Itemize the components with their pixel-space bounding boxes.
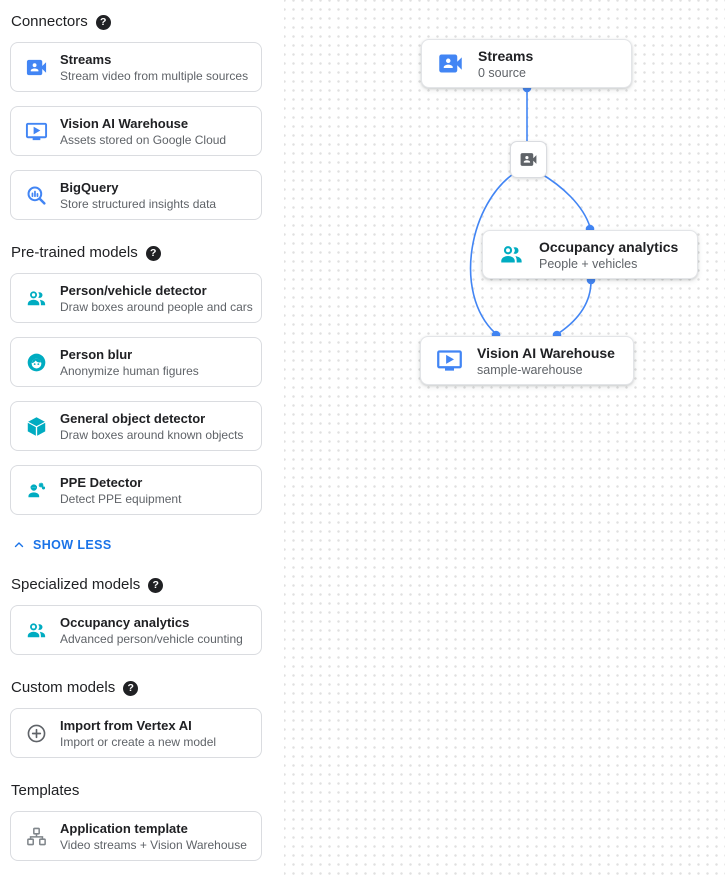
graph-canvas[interactable]: Streams 0 source Occupancy analytics Peo… <box>284 0 725 878</box>
show-less-label: SHOW LESS <box>33 538 112 552</box>
card-title: Person/vehicle detector <box>60 282 207 298</box>
monitor-play-icon <box>24 119 48 143</box>
section-heading-pretrained-models: Pre-trained models ? <box>11 244 274 262</box>
face-icon <box>24 350 48 374</box>
card-subtitle: Anonymize human figures <box>60 363 199 378</box>
tree-icon <box>24 824 48 848</box>
section-heading-label: Templates <box>11 782 80 799</box>
card-subtitle: Detect PPE equipment <box>60 491 182 506</box>
chevron-up-icon <box>14 542 24 548</box>
sidebar-item-application-template[interactable]: Application template Video streams + Vis… <box>10 811 262 861</box>
card-subtitle: Stream video from multiple sources <box>60 68 249 83</box>
node-subtitle: 0 source <box>478 65 526 80</box>
people-icon <box>498 241 525 268</box>
edge-stream-node-to-warehouse[interactable] <box>469 171 517 334</box>
card-title: Occupancy analytics <box>60 614 190 630</box>
node-vision-ai-warehouse[interactable]: Vision AI Warehouse sample-warehouse <box>420 336 634 385</box>
section-heading-label: Custom models <box>11 679 116 696</box>
sidebar-item-occupancy-analytics[interactable]: Occupancy analytics Advanced person/vehi… <box>10 605 262 655</box>
card-subtitle: Import or create a new model <box>60 734 217 749</box>
people-icon <box>24 286 48 310</box>
node-occupancy-analytics[interactable]: Occupancy analytics People + vehicles <box>482 230 698 279</box>
card-subtitle: Draw boxes around known objects <box>60 427 244 442</box>
edge-occupancy-to-warehouse[interactable] <box>558 280 592 334</box>
section-heading-label: Connectors <box>11 13 88 30</box>
card-subtitle: Advanced person/vehicle counting <box>60 631 243 646</box>
plus-circle-icon <box>24 721 48 745</box>
sidebar-item-vision-ai-warehouse[interactable]: Vision AI Warehouse Assets stored on Goo… <box>10 106 262 156</box>
monitor-play-icon <box>436 347 463 374</box>
help-icon[interactable]: ? <box>145 245 161 261</box>
card-subtitle: Video streams + Vision Warehouse <box>60 837 247 852</box>
video-camera-icon <box>24 55 48 79</box>
edge-stream-node-to-occupancy[interactable] <box>539 172 591 228</box>
card-title: Application template <box>60 820 188 836</box>
node-stream-source[interactable] <box>510 141 547 178</box>
section-heading-connectors: Connectors ? <box>11 13 274 31</box>
node-title: Occupancy analytics <box>539 238 679 255</box>
section-heading-label: Specialized models <box>11 576 141 593</box>
bigquery-icon <box>24 183 48 207</box>
sidebar-item-ppe-detector[interactable]: PPE Detector Detect PPE equipment <box>10 465 262 515</box>
node-subtitle: People + vehicles <box>539 256 638 271</box>
card-subtitle: Store structured insights data <box>60 196 217 211</box>
card-title: General object detector <box>60 410 206 426</box>
component-sidebar: Connectors ? Streams Stream video from m… <box>0 0 284 878</box>
connector-edges <box>469 83 596 340</box>
show-less-button[interactable]: SHOW LESS <box>12 538 274 552</box>
sidebar-item-import-from-vertex-ai[interactable]: Import from Vertex AI Import or create a… <box>10 708 262 758</box>
people-icon <box>24 618 48 642</box>
card-title: PPE Detector <box>60 474 143 490</box>
sidebar-item-general-object-detector[interactable]: General object detector Draw boxes aroun… <box>10 401 262 451</box>
section-heading-label: Pre-trained models <box>11 244 138 261</box>
card-title: Import from Vertex AI <box>60 717 192 733</box>
node-title: Streams <box>478 47 534 64</box>
ppe-icon <box>24 478 48 502</box>
node-streams[interactable]: Streams 0 source <box>421 39 632 88</box>
help-icon[interactable]: ? <box>123 680 139 696</box>
sidebar-item-bigquery[interactable]: BigQuery Store structured insights data <box>10 170 262 220</box>
node-title: Vision AI Warehouse <box>477 344 615 361</box>
card-title: Streams <box>60 51 112 67</box>
section-heading-custom-models: Custom models ? <box>11 679 274 697</box>
section-heading-specialized-models: Specialized models ? <box>11 576 274 594</box>
card-title: Person blur <box>60 346 133 362</box>
sidebar-item-streams[interactable]: Streams Stream video from multiple sourc… <box>10 42 262 92</box>
video-camera-icon <box>437 50 464 77</box>
node-subtitle: sample-warehouse <box>477 362 583 377</box>
video-camera-icon <box>520 153 537 166</box>
card-title: Vision AI Warehouse <box>60 115 189 131</box>
card-subtitle: Assets stored on Google Cloud <box>60 132 227 147</box>
card-title: BigQuery <box>60 179 119 195</box>
sidebar-item-person-vehicle-detector[interactable]: Person/vehicle detector Draw boxes aroun… <box>10 273 262 323</box>
section-heading-templates: Templates <box>11 782 274 800</box>
cube-icon <box>24 414 48 438</box>
sidebar-item-person-blur[interactable]: Person blur Anonymize human figures <box>10 337 262 387</box>
help-icon[interactable]: ? <box>95 14 111 30</box>
card-subtitle: Draw boxes around people and cars <box>60 299 253 314</box>
help-icon[interactable]: ? <box>148 577 164 593</box>
